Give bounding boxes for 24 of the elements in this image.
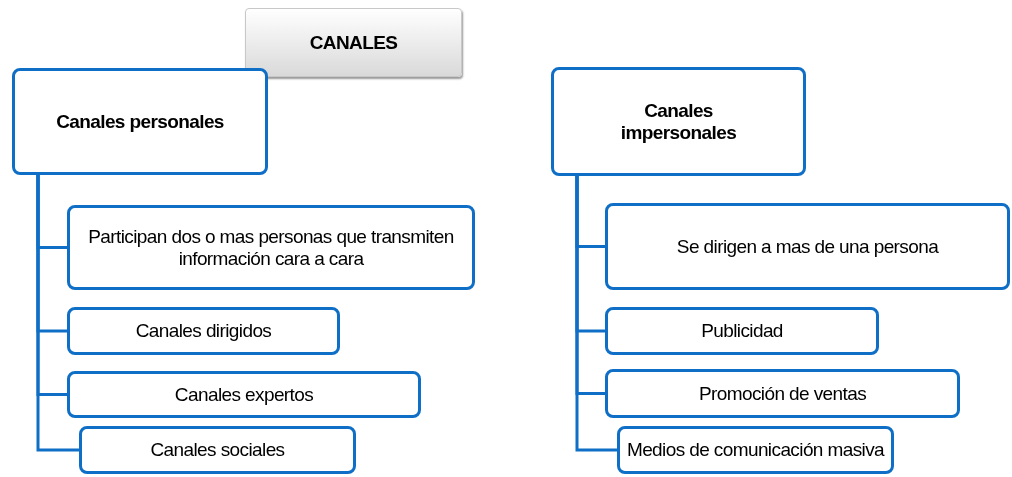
node-text: Promoción de ventas [698,382,867,405]
item-box [67,205,475,290]
item-box [67,371,421,418]
node-text: Canales sociales [150,439,285,461]
category-box [551,67,806,176]
item-box [617,426,894,474]
connector-line [36,175,79,452]
node-text: CANALES [309,31,398,54]
item-box [67,307,340,355]
connector-line [575,176,617,452]
item-box [605,369,960,418]
item-box [605,203,1010,290]
node-text: Canales dirigidos [135,320,272,342]
title-box [245,8,462,77]
item-box [79,426,356,474]
item-box [605,307,879,355]
node-text: Participan dos o mas personas que transmiten información cara a cara [87,225,455,270]
node-text: Se dirigen a mas de una persona [676,235,939,258]
node-text: Publicidad [701,320,783,342]
node-text: Canales expertos [174,383,314,406]
node-text: Canales impersonales [619,99,738,144]
category-box [12,68,268,175]
node-text: Canales personales [56,110,224,133]
node-text: Medios de comunicación masiva [626,439,885,461]
